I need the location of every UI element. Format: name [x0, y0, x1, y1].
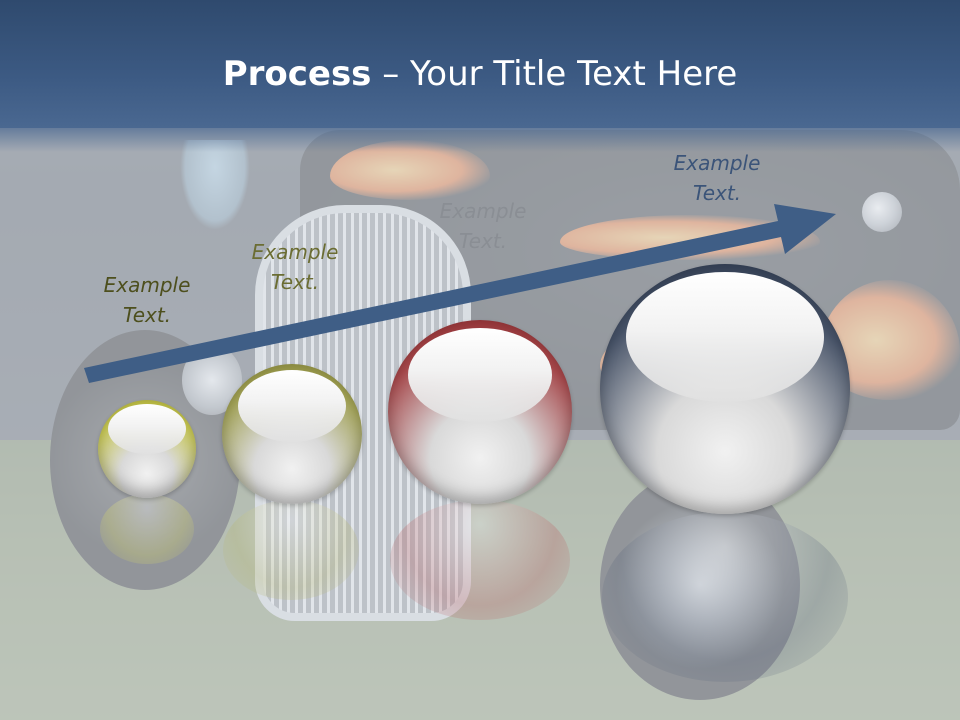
- process-sphere-2[interactable]: [222, 364, 362, 504]
- step-label-1[interactable]: Example Text.: [103, 273, 191, 327]
- step-label-4[interactable]: Example Text.: [673, 151, 761, 205]
- process-arrow-shape: [84, 204, 836, 383]
- process-sphere-3[interactable]: [388, 320, 572, 504]
- sphere-highlight: [408, 328, 552, 422]
- process-sphere-1[interactable]: [98, 400, 196, 498]
- step-label-3[interactable]: Example Text.: [439, 199, 527, 253]
- sphere-reflection-3: [390, 500, 570, 620]
- step-label-2[interactable]: Example Text.: [251, 240, 339, 294]
- slide-title-bold: Process: [222, 54, 372, 94]
- sphere-highlight: [626, 272, 824, 402]
- slide-title-rest: – Your Title Text Here: [371, 54, 738, 94]
- sphere-reflection-4: [602, 512, 848, 682]
- slide-title[interactable]: Process – Your Title Text Here: [0, 50, 960, 98]
- sphere-reflection-1: [100, 494, 194, 564]
- sphere-highlight: [108, 404, 186, 454]
- sphere-reflection-2: [223, 500, 359, 600]
- process-sphere-4[interactable]: [600, 264, 850, 514]
- sphere-highlight: [238, 370, 346, 442]
- title-bar: Process – Your Title Text Here: [0, 0, 960, 152]
